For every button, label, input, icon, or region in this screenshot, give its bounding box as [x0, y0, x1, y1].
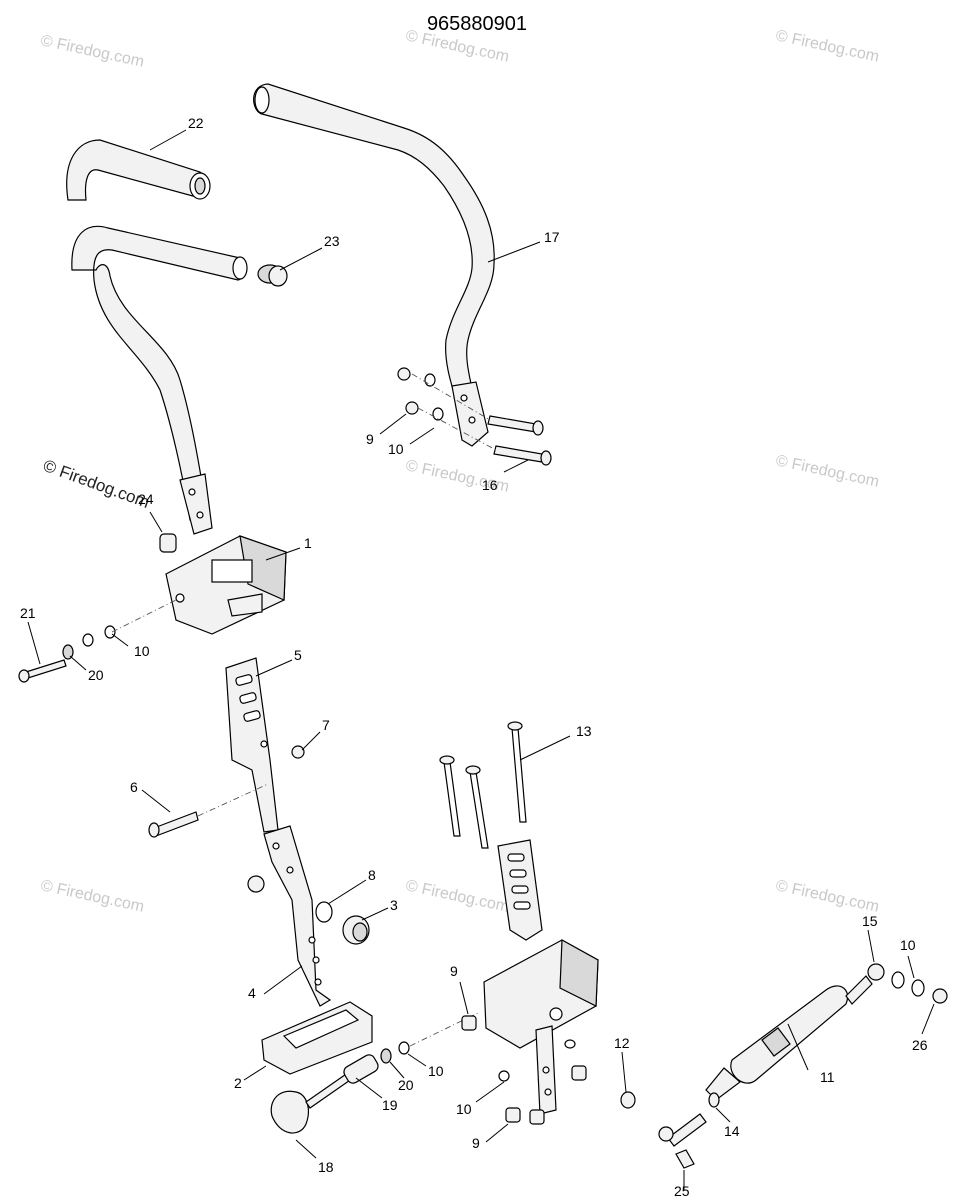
left-handle-bar	[71, 225, 248, 535]
callout-8: 8	[368, 867, 376, 883]
callout-10: 10	[900, 937, 916, 953]
callout-9: 9	[366, 431, 374, 447]
part-6-bolt	[148, 783, 269, 838]
callout-9: 9	[472, 1135, 480, 1151]
callout-7: 7	[322, 717, 330, 733]
callout-3: 3	[390, 897, 398, 913]
part-24-spacer	[159, 533, 177, 553]
callout-16: 16	[482, 477, 498, 493]
part-19-shaft	[305, 1054, 379, 1109]
callout-9: 9	[450, 963, 458, 979]
part-4-arm	[247, 825, 332, 1007]
callout-10: 10	[134, 643, 150, 659]
diagram-title: 965880901	[427, 13, 527, 35]
part-11-gas-spring	[705, 975, 873, 1101]
callout-23: 23	[324, 233, 340, 249]
part-17-right-handle-bar	[253, 83, 495, 447]
callout-10: 10	[456, 1101, 472, 1117]
watermark-dark: © Firedog.com	[41, 456, 152, 512]
callout-24: 24	[138, 491, 154, 507]
callout-15: 15	[862, 913, 878, 929]
watermark: © Firedog.com	[774, 452, 880, 490]
watermark: © Firedog.com	[39, 32, 145, 70]
callout-14: 14	[724, 1123, 740, 1139]
part-23-plug	[257, 264, 288, 287]
hardware-spring-end	[867, 963, 948, 1004]
callout-17: 17	[544, 229, 560, 245]
callout-22: 22	[188, 115, 204, 131]
part-22-handle-grip	[66, 139, 211, 201]
right-lever-assembly	[483, 839, 599, 1115]
callout-5: 5	[294, 647, 302, 663]
callouts: 22 23 17 9 10 16 24 1 21 20 10 5 7 6 13 …	[20, 115, 928, 1199]
watermark: © Firedog.com	[404, 877, 510, 915]
callout-18: 18	[318, 1159, 334, 1175]
part-3-bushing	[342, 915, 370, 945]
hardware-middle	[380, 1011, 481, 1064]
part-13-rods	[439, 721, 527, 849]
hardware-upper-right	[397, 367, 552, 466]
watermark: © Firedog.com	[774, 27, 880, 65]
part-7-nut	[291, 745, 305, 759]
part-25-ball-joint	[658, 1092, 720, 1169]
callout-11: 11	[820, 1069, 835, 1085]
part-5-lever-plate	[225, 657, 279, 833]
callout-1: 1	[304, 535, 312, 551]
part-1-housing	[165, 535, 287, 635]
leader-lines	[27, 129, 935, 1190]
hardware-right	[461, 1015, 636, 1125]
callout-10: 10	[428, 1063, 444, 1079]
part-18-knob	[270, 1090, 309, 1134]
hardware-left	[18, 599, 177, 683]
callout-13: 13	[576, 723, 592, 739]
watermark: © Firedog.com	[774, 877, 880, 915]
callout-20: 20	[88, 667, 104, 683]
callout-21: 21	[20, 605, 36, 621]
part-2-base	[261, 1001, 373, 1075]
watermark: © Firedog.com	[39, 877, 145, 915]
callout-12: 12	[614, 1035, 630, 1051]
callout-6: 6	[130, 779, 138, 795]
part-8-washer	[315, 901, 333, 923]
callout-25: 25	[674, 1183, 690, 1199]
callout-2: 2	[234, 1075, 242, 1091]
callout-4: 4	[248, 985, 256, 1001]
callout-26: 26	[912, 1037, 928, 1053]
callout-19: 19	[382, 1097, 398, 1113]
callout-20: 20	[398, 1077, 414, 1093]
callout-10: 10	[388, 441, 404, 457]
